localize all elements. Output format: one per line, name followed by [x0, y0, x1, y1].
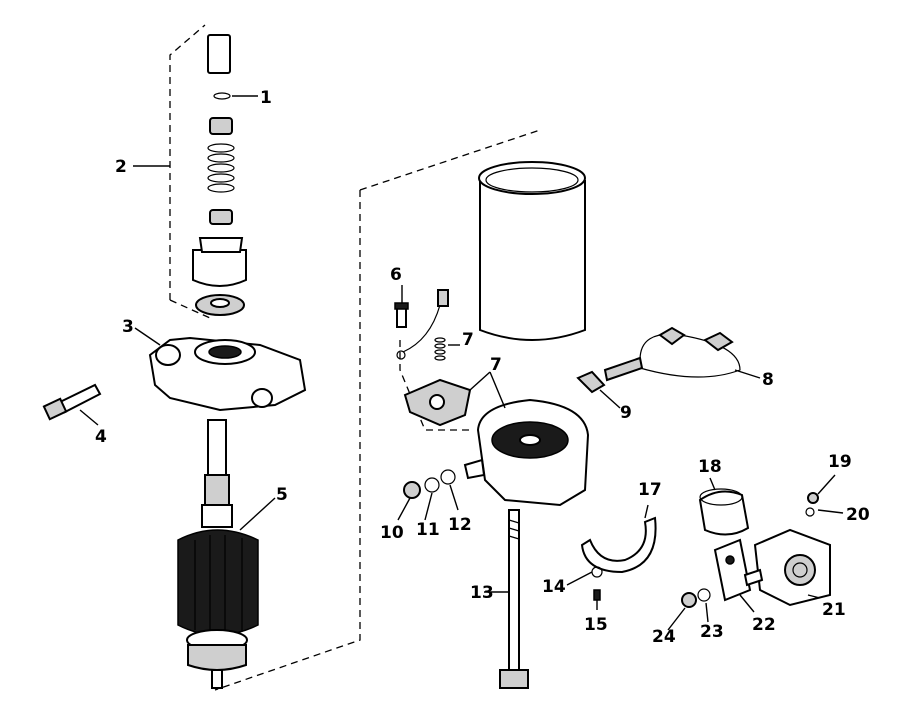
brush-plate — [403, 378, 472, 427]
callout-11: 12 — [448, 515, 472, 535]
callout-21: 24 — [652, 627, 676, 647]
callout-labels: 1 2 3 4 5 6 7 7 8 9 10 11 12 13 14 15 17… — [95, 88, 870, 647]
callout-7-left: 7 — [462, 330, 474, 350]
clip-8 — [576, 370, 606, 394]
callout-15: 23 — [700, 622, 724, 642]
insulator-13 — [713, 538, 752, 602]
callout-10: 10 — [380, 523, 404, 543]
boot-18 — [698, 488, 750, 536]
callout-4: 2 — [115, 157, 127, 177]
callout-14: 4 — [95, 427, 107, 447]
mounting-strap — [580, 516, 657, 601]
end-cap — [463, 398, 590, 507]
callout-1: 13 — [470, 583, 494, 603]
callout-5: 1 — [260, 88, 272, 108]
callout-24: 14 — [542, 577, 566, 597]
field-frame — [478, 161, 586, 341]
armature — [177, 419, 259, 689]
callout-20: 15 — [584, 615, 608, 635]
callout-23: 19 — [828, 452, 852, 472]
callout-8: 9 — [620, 403, 632, 423]
callout-17: 21 — [822, 600, 846, 620]
drive-end-housing — [148, 336, 307, 412]
solenoid-17 — [743, 528, 831, 607]
housing-bolt — [42, 383, 102, 421]
through-bolt-1 — [499, 509, 529, 689]
callout-12: 6 — [390, 265, 402, 285]
callout-13: 22 — [752, 615, 776, 635]
brush-7-left — [402, 289, 449, 361]
callout-6: 7 — [490, 355, 502, 375]
nuts-15-21-22-23 — [681, 492, 819, 608]
callout-7-right: 8 — [762, 370, 774, 390]
brush-lead-7-right — [603, 326, 741, 382]
callout-22: 20 — [846, 505, 870, 525]
callout-19: 17 — [638, 480, 662, 500]
callout-2: 5 — [276, 485, 288, 505]
washers-9-10-11 — [403, 469, 456, 499]
callout-18: 18 — [698, 457, 722, 477]
callout-9: 11 — [416, 520, 440, 540]
callout-3: 3 — [122, 317, 134, 337]
drive-pinion-stack — [192, 34, 247, 316]
leader-lines — [79, 95, 844, 631]
